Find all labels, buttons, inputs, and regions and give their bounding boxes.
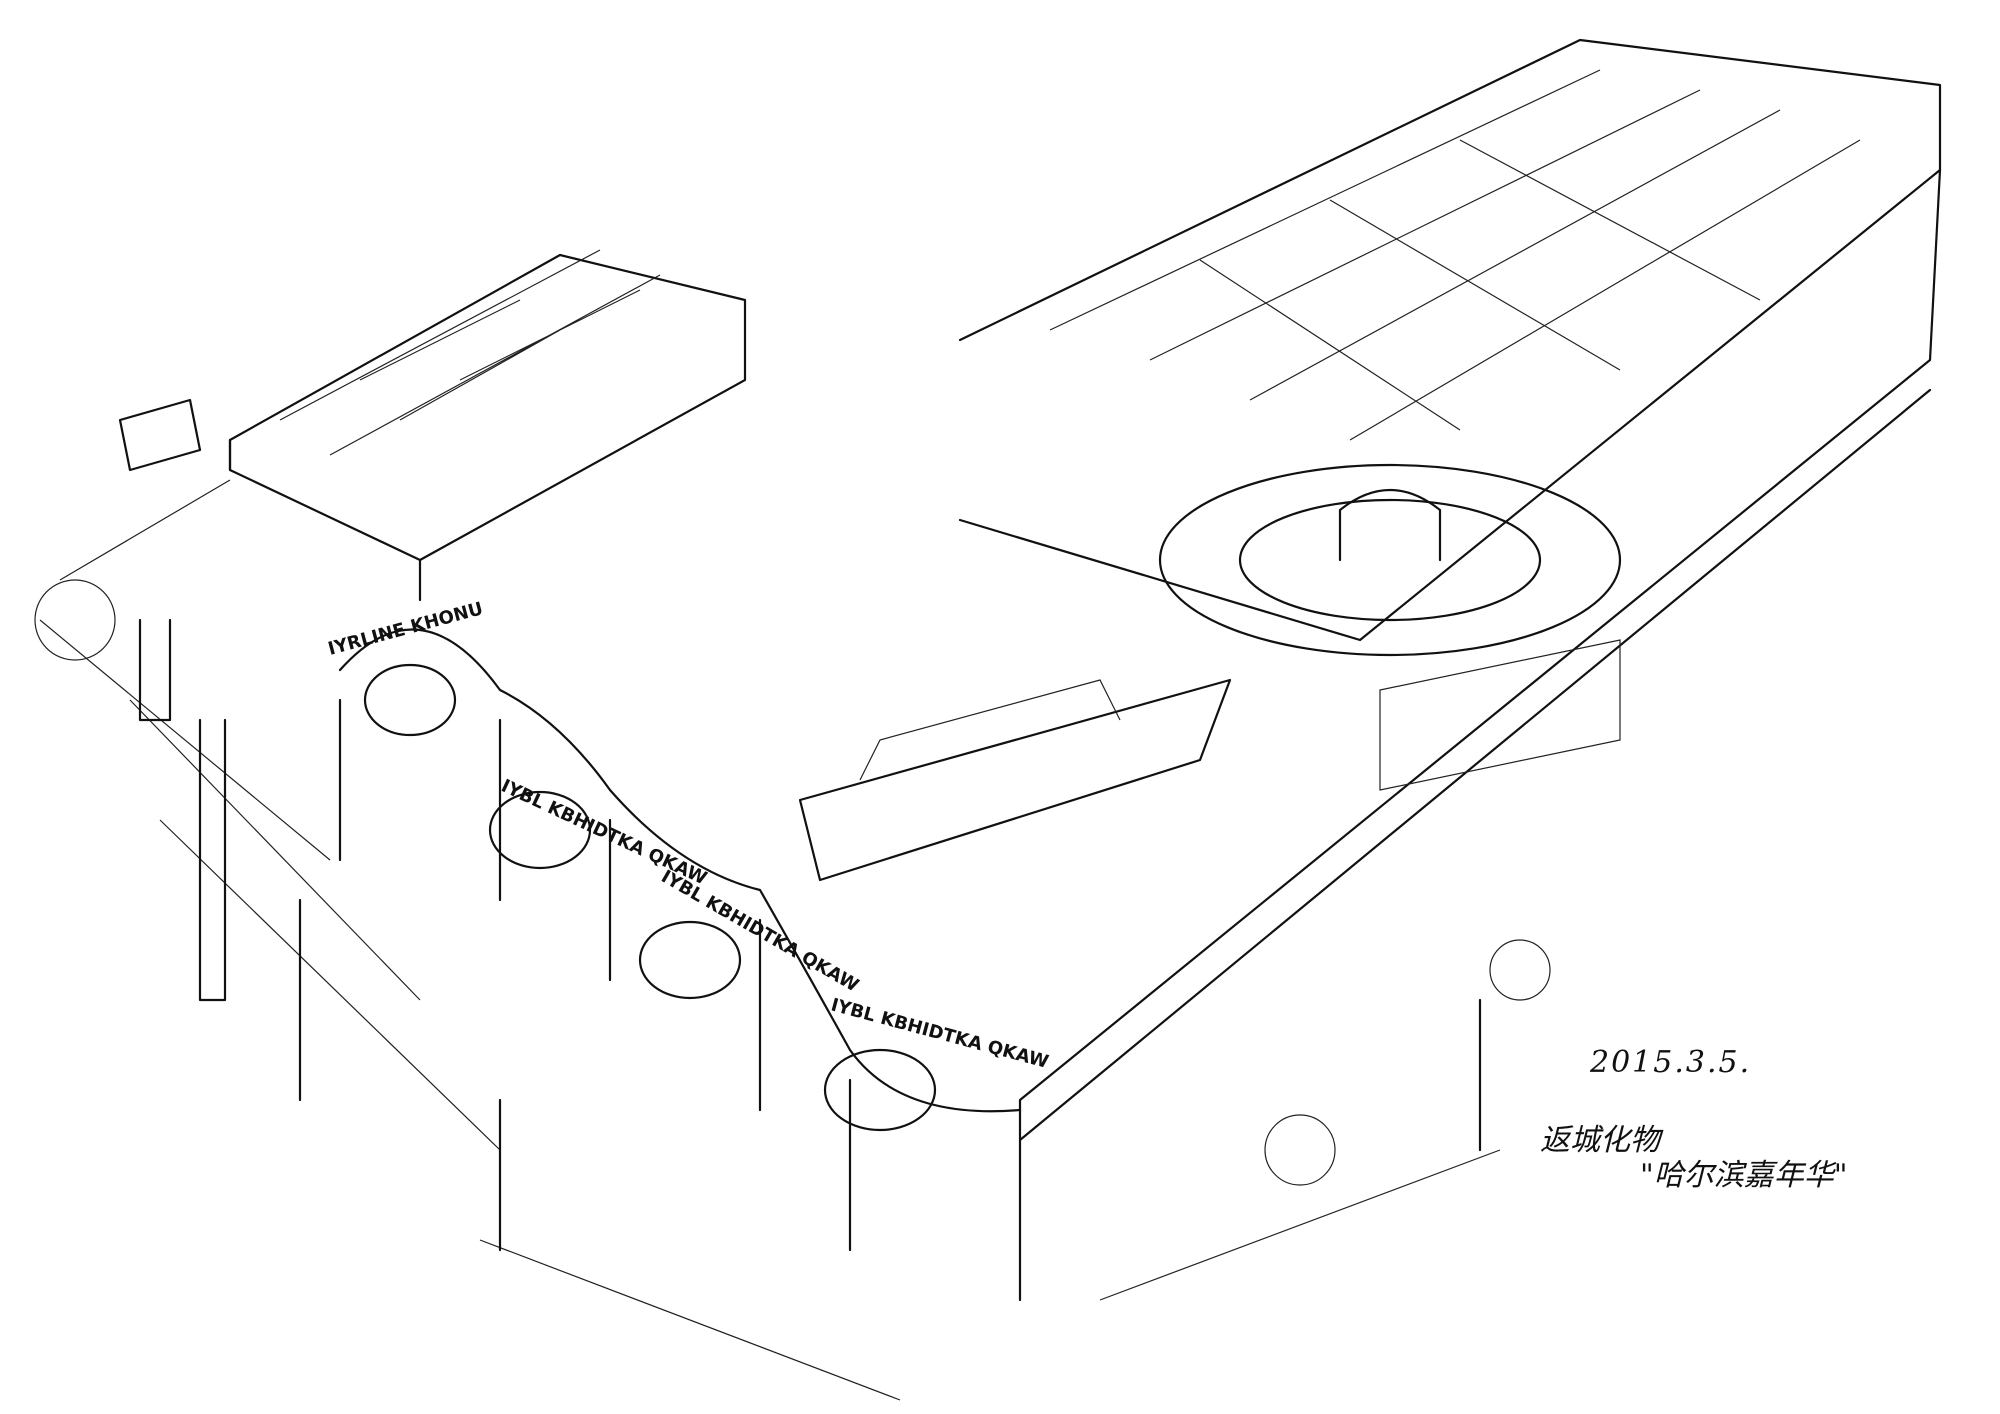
interior-details (798, 463, 1622, 882)
long-wing-outline (958, 38, 1942, 1142)
artwork-title-line2: "哈尔滨嘉年华" (1640, 1158, 1848, 1193)
arch-sign-1: IYRLINE KHONU (326, 598, 485, 660)
artwork-title-line1: 返城化物 (1540, 1123, 1660, 1158)
ground-structure (34, 398, 1551, 1401)
arcade-facade: IYRLINE KHONU IYBL KBHIDTKA QKAW IYBL KB… (326, 598, 1051, 1302)
arch-sign-4: IYBL KBHIDTKA QKAW (829, 995, 1051, 1073)
left-wing-outline (228, 249, 747, 602)
sketch-date: 2015.3.5. (1590, 1045, 1752, 1080)
